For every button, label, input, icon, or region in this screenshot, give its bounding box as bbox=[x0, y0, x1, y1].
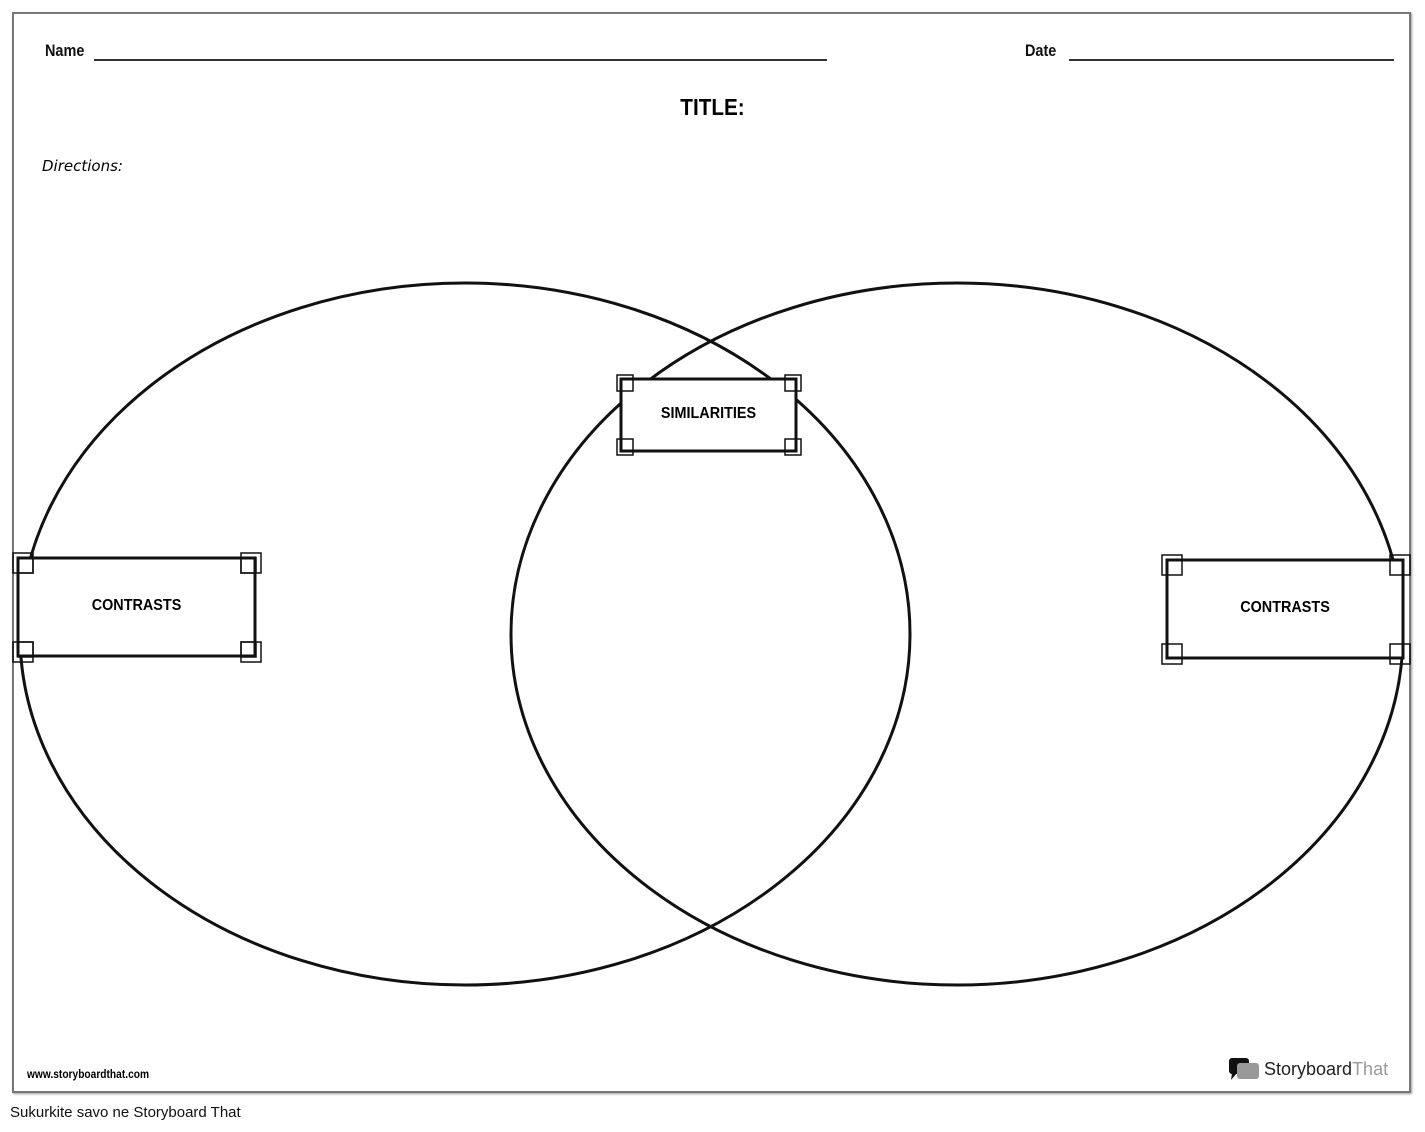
name-line[interactable] bbox=[94, 59, 827, 61]
left-contrasts-box bbox=[16, 556, 257, 658]
logo-text-accent: That bbox=[1352, 1058, 1389, 1079]
resize-handles bbox=[12, 374, 1411, 665]
footer-caption[interactable]: Sukurkite savo ne Storyboard That bbox=[10, 1104, 241, 1121]
right-contrasts-box bbox=[1165, 558, 1405, 660]
similarities-label: SIMILARITIES bbox=[660, 405, 757, 422]
speech-bubbles-icon bbox=[1229, 1058, 1259, 1080]
right-contrasts-label: CONTRASTS bbox=[1240, 599, 1330, 616]
logo-text: Storyboard bbox=[1264, 1058, 1353, 1079]
date-label: Date bbox=[1025, 41, 1057, 60]
directions-label: Directions: bbox=[42, 157, 123, 175]
similarities-box bbox=[619, 377, 798, 453]
name-label: Name bbox=[45, 41, 85, 60]
website-url: www.storyboardthat.com bbox=[27, 1067, 150, 1081]
left-contrasts-label: CONTRASTS bbox=[91, 597, 182, 614]
date-line[interactable] bbox=[1069, 59, 1394, 61]
page-title: TITLE: bbox=[680, 94, 745, 120]
